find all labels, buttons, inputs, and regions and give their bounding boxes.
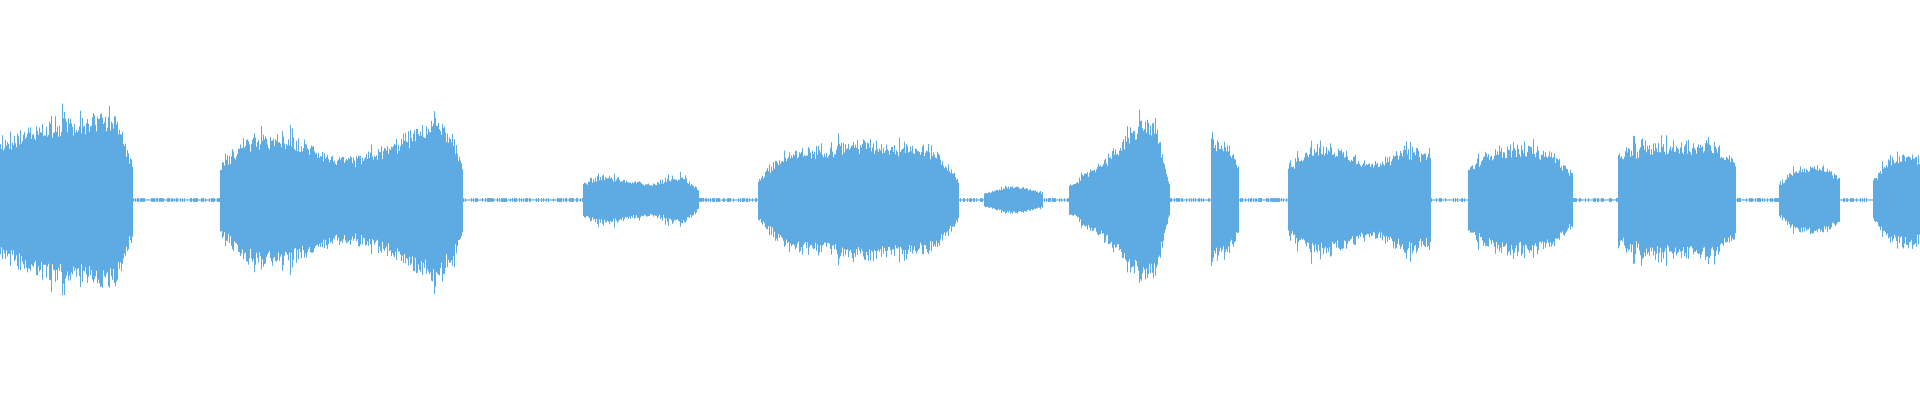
waveform-path: [0, 103, 1920, 296]
